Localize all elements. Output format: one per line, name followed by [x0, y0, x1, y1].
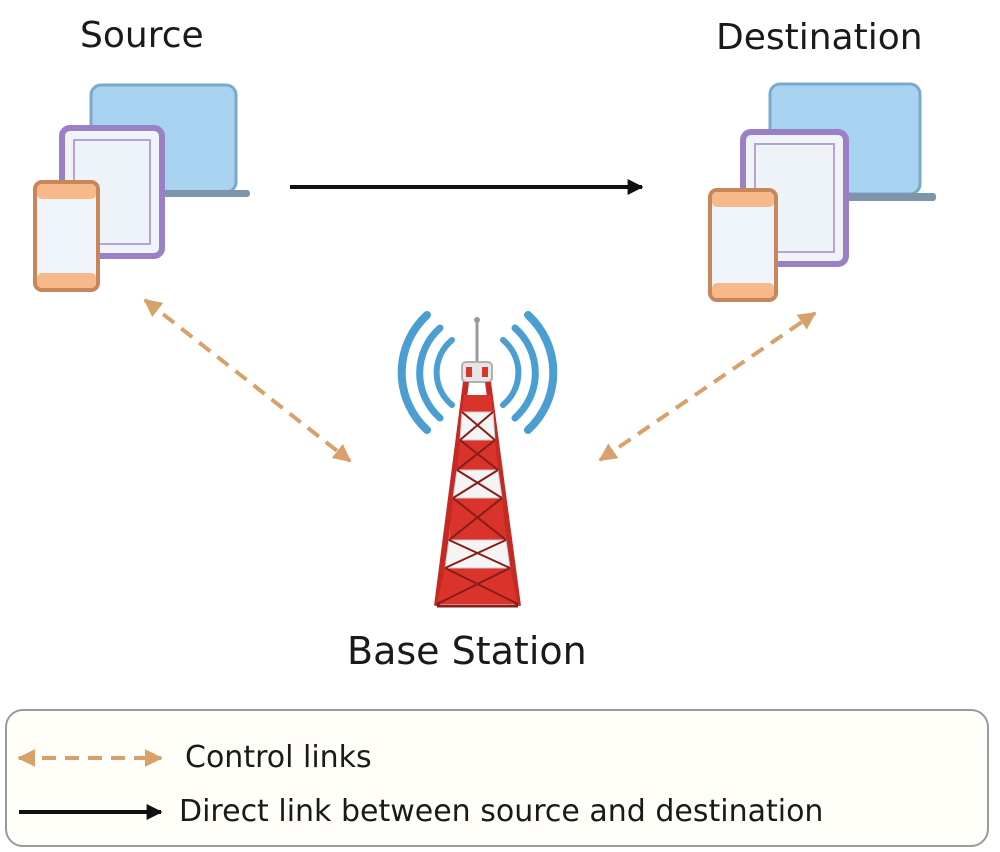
destination-phone-icon	[708, 188, 778, 302]
solid-arrow-icon	[19, 804, 163, 820]
legend-item-control-links: Control links	[7, 743, 372, 773]
network-diagram	[33, 82, 936, 608]
source-devices-icon	[33, 83, 250, 292]
source-label: Source	[80, 15, 204, 56]
legend-box: Control links Direct link between source…	[5, 709, 989, 847]
control-link-source-base	[143, 298, 352, 463]
source-phone-icon	[33, 180, 100, 292]
cell-tower-icon	[397, 311, 558, 608]
dashed-arrow-icon	[17, 749, 163, 767]
base-station-label: Base Station	[347, 629, 587, 673]
legend-label-direct-link: Direct link between source and destinati…	[179, 794, 824, 829]
legend-item-direct-link: Direct link between source and destinati…	[7, 797, 823, 827]
destination-label: Destination	[716, 17, 923, 58]
legend-label-control-links: Control links	[185, 740, 372, 775]
destination-devices-icon	[708, 82, 936, 302]
control-link-base-destination	[598, 311, 817, 462]
